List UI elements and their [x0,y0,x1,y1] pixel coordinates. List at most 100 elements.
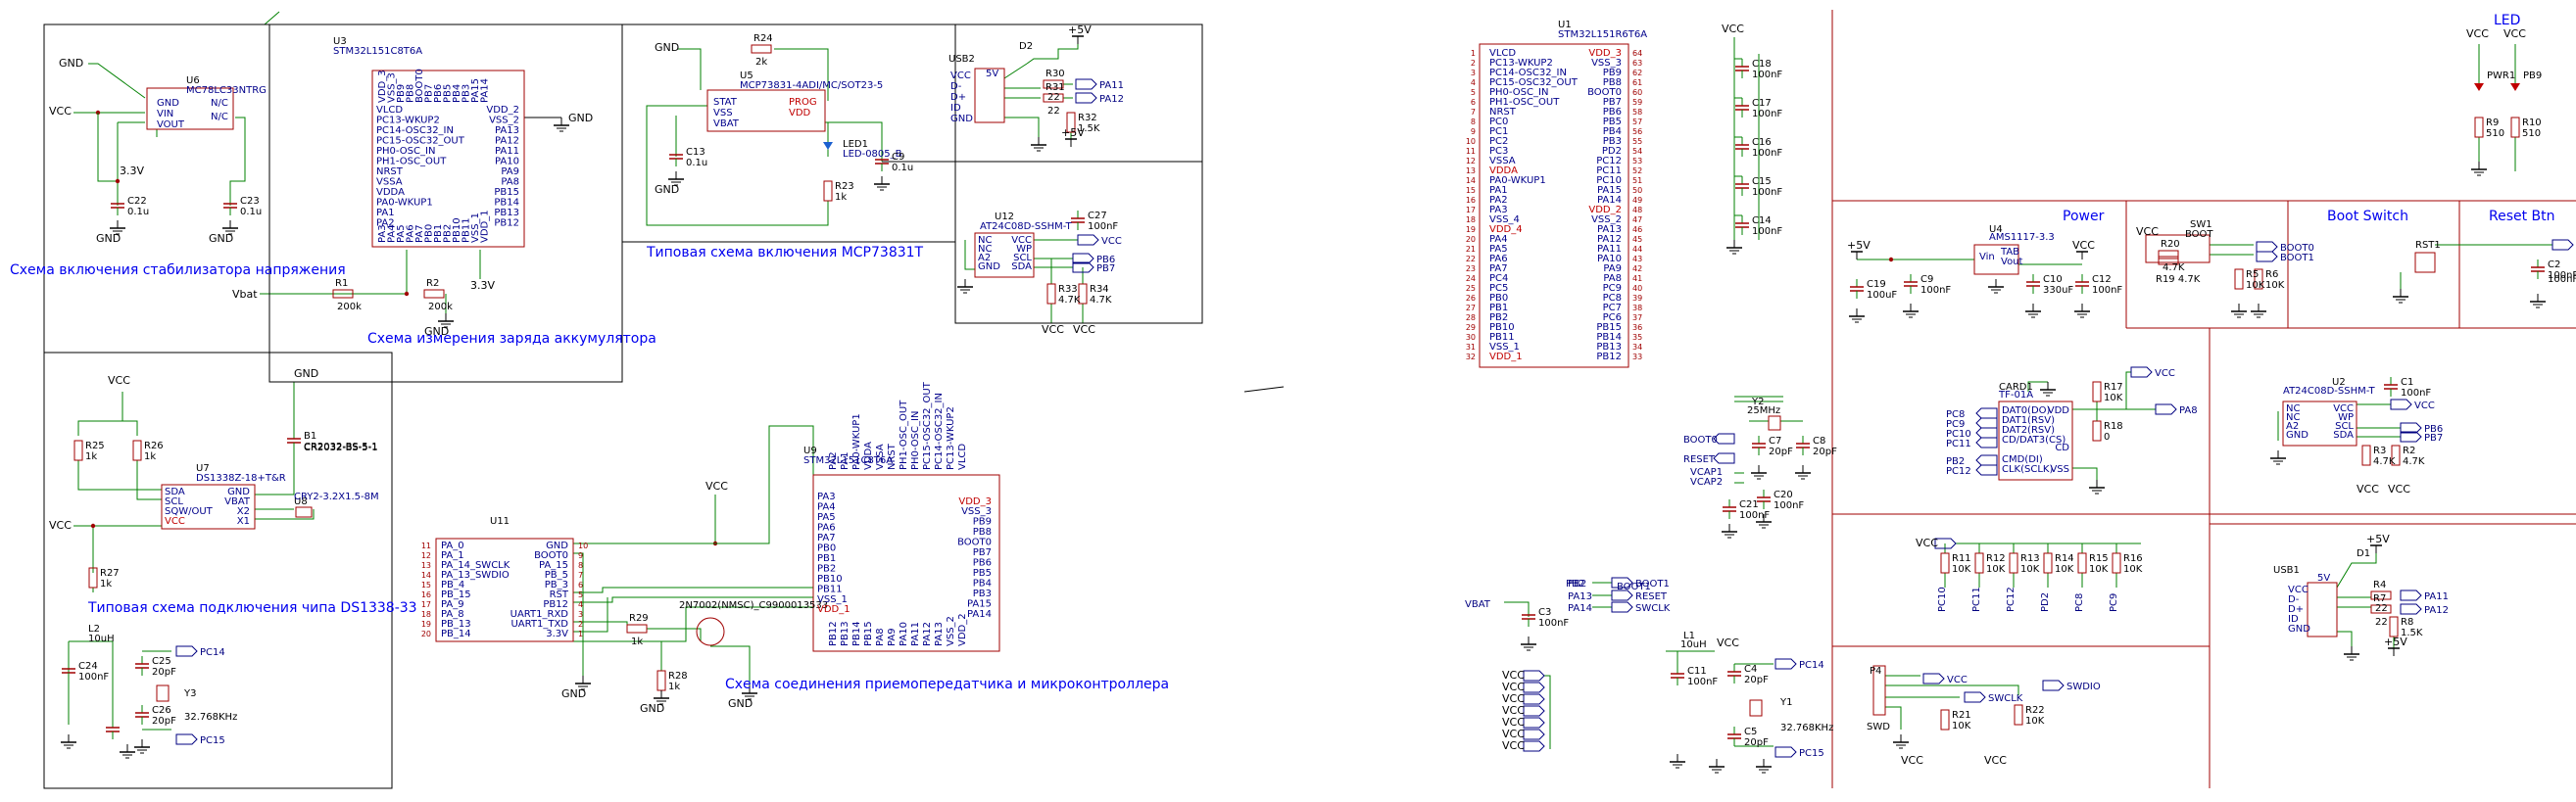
crystal-body [1768,415,1781,431]
pin-name: PA15 [967,599,992,610]
pin-name: PA1 [1489,185,1508,196]
pin-name: PA7 [1489,263,1508,274]
pin-number: 15 [1466,186,1476,195]
pin-name: VSS_2 [1591,214,1622,225]
part-body [2282,401,2357,447]
ref: LED1 [843,139,868,150]
pin-name: PA9 [501,166,519,177]
pin-number: 4 [1471,78,1476,87]
crystal-body [156,684,170,702]
pin-name: VDDA [1489,165,1518,176]
gnd-label: GND [655,41,679,54]
sheet-frame [43,24,270,354]
wire [1885,684,2019,695]
wire [647,628,702,641]
ref: U9 [803,446,817,456]
section-title: Типовая схема подключения чипа DS1338-33 [87,600,417,616]
pin-name: PA14 [480,78,491,103]
pin-number: 6 [578,581,583,590]
pin-name: PB9 [396,84,407,103]
capacitor [1751,435,1767,456]
vcc-label: VCC [2136,225,2159,238]
cap-ref: C23 [240,196,260,207]
button-body [2414,252,2436,273]
pin-name: PB3 [973,589,992,599]
pin-name: N/C [211,98,228,109]
pin-name: VSS_2 [946,616,956,646]
pin-name: PA12 [495,136,519,147]
net-flag [2400,603,2422,615]
cap-value: 100nF [1752,148,1782,159]
res-ref: R18 [2104,421,2123,432]
cap-ref: C5 [1744,727,1757,737]
pin-name: GND [2288,624,2310,635]
wire [1003,63,1028,79]
pin-name: VDD_2 [1588,205,1622,215]
cap-ref: C16 [1752,137,1772,148]
ref: U4 [1989,224,2003,235]
gnd-symbol [119,743,136,759]
pin-name: NRST [1489,107,1517,118]
pin-name: CD/DAT3(CS) [2002,435,2066,446]
pin-name: PA3 [1489,205,1508,215]
pin-name: PA6 [406,224,416,243]
section-title: Reset Btn [2489,209,2555,224]
net-flag-label: RESET [1635,591,1668,602]
pin-number: 13 [421,561,431,570]
cap-ref: C18 [1752,59,1772,70]
pin-name: VSSA [1489,156,1516,166]
led-symbol [2510,83,2520,91]
pin-name: VLCD [957,444,968,470]
net-flag [1523,740,1545,752]
wire [573,425,814,544]
junction [1888,257,1894,262]
pin-name: VSS_1 [1489,342,1520,353]
gnd-symbol [2073,303,2091,318]
pin-name: PA12 [922,622,933,646]
pin-number: 55 [1632,137,1642,146]
res-value: 10K [2020,564,2040,575]
res-ref: R28 [668,671,688,682]
net-flag [1975,464,1998,476]
pin-number: 23 [1466,264,1476,273]
res-ref: R1 [335,278,348,289]
res-ref: R15 [2089,553,2109,564]
net-flag-label: PA13 [1568,591,1592,602]
pin-number: 57 [1632,118,1642,126]
ref: USB2 [948,54,975,65]
pin-name: PA12 [1597,234,1622,245]
pin-name: BOOT0 [534,550,568,561]
power-label: +5V [1061,126,1085,139]
cap-value: 330uF [2043,285,2073,296]
net-flag [1975,407,1998,419]
pin-name: RST [550,590,569,600]
pin-number: 27 [1466,304,1476,312]
pin-name: PA10 [899,622,909,646]
pin-name: PC14-OSC32_IN [376,125,454,136]
gnd-label: GND [655,183,679,196]
pin-name: D- [2288,594,2300,605]
cap-value: 100nF [1774,500,1804,511]
net-flag [1922,673,1945,684]
pin-name: PA9 [1603,263,1622,274]
pin-number: 45 [1632,235,1642,244]
net-flag-label: SWCLK [1635,603,1671,614]
pin-name: PA2 [1489,195,1508,206]
pin-number: 39 [1632,294,1642,303]
resistor [2112,552,2121,574]
pin-name: SDA [1011,261,1032,272]
wire [1026,44,1079,65]
junction [90,523,96,529]
section-title: Схема включения стабилизатора напряжения [10,262,346,278]
vcc-label: VCC [2388,483,2410,495]
pin-name: PA4 [1489,234,1508,245]
capacitor [105,719,121,740]
pin-name: PA11 [495,146,519,157]
pin-name: PA4 [387,224,398,243]
pin-name: PA2 [828,451,839,470]
net-flag [2256,251,2278,262]
pin-name: PB0 [817,543,836,554]
cap-ref: C27 [1088,211,1107,221]
pin-number: 60 [1632,88,1642,97]
net-flag [2042,680,2065,691]
